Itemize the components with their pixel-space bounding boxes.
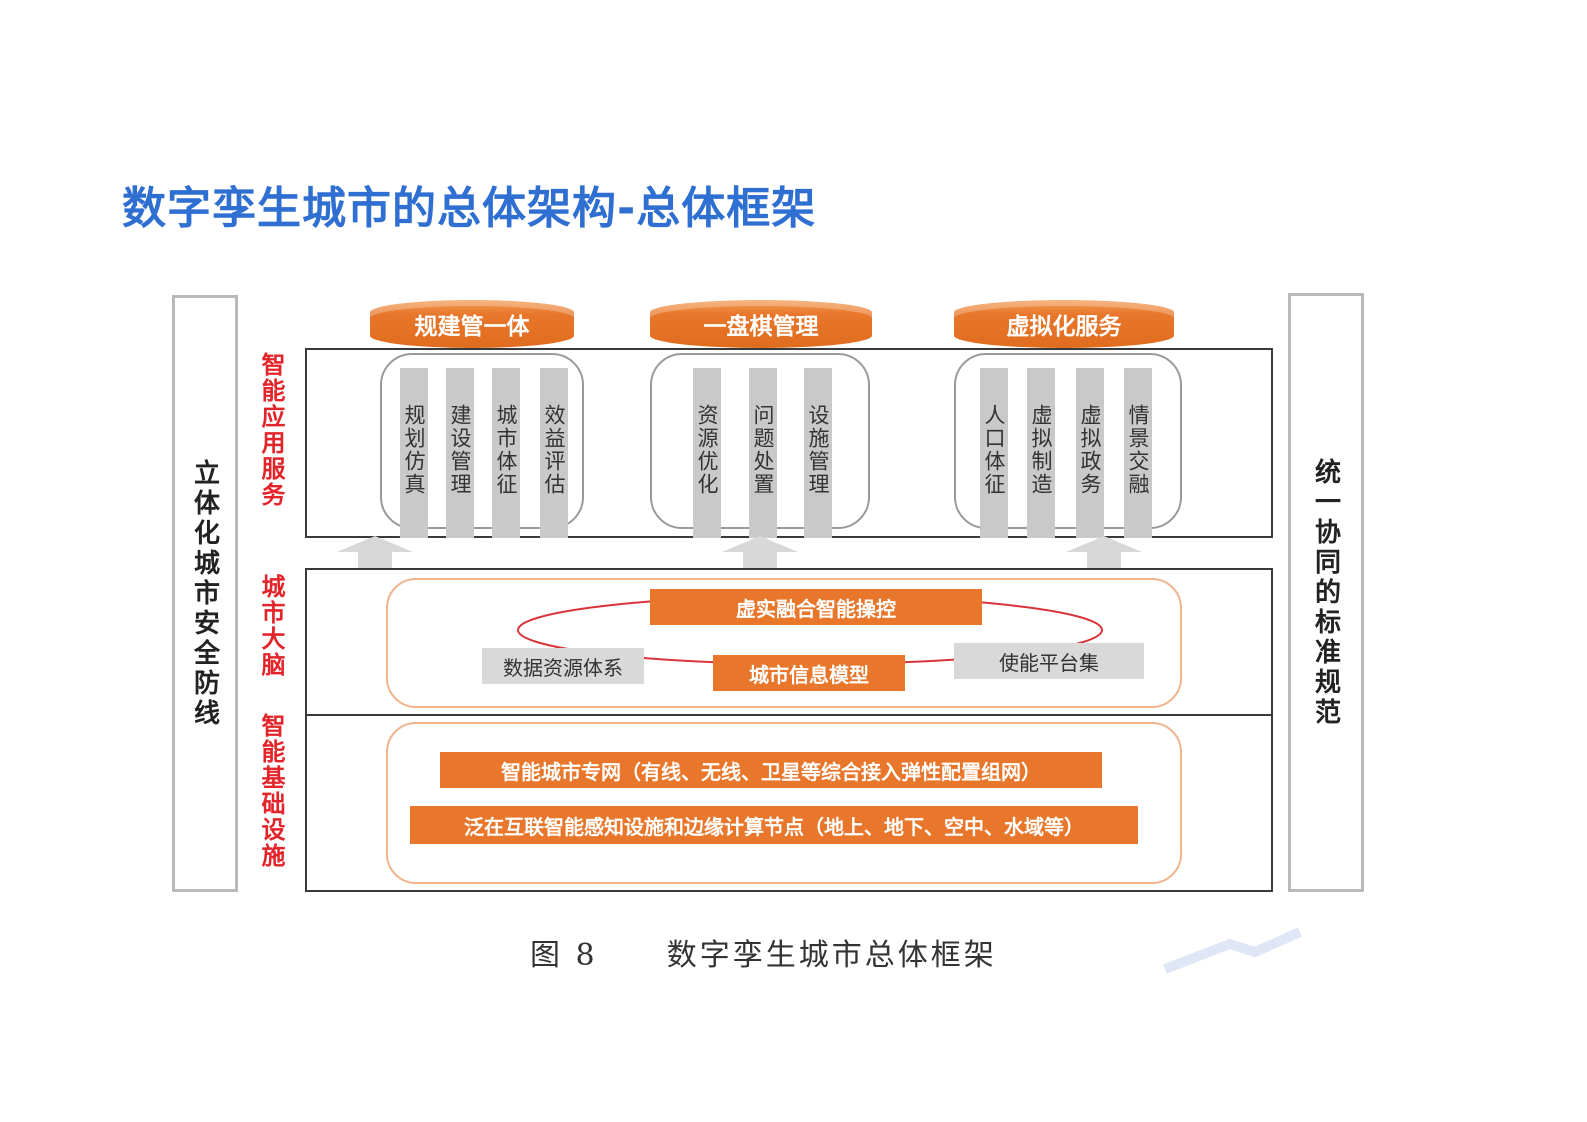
app-pillar: 效益评估 [540,368,568,538]
app-item-label: 虚拟政务 [1078,404,1102,496]
layer-label-infra: 智能基础设施 [257,713,285,869]
app-item-label: 设施管理 [806,404,830,496]
left-column-label: 立体化城市安全防线 [189,458,220,729]
app-pillar: 建设管理 [446,368,474,538]
brain-right-box: 使能平台集 [954,643,1144,679]
app-item-label: 建设管理 [448,404,472,496]
app-item-label: 人口体征 [982,404,1006,496]
app-pillar: 城市体征 [492,368,520,538]
infra-sensing-bar: 泛在互联智能感知设施和边缘计算节点（地上、地下、空中、水域等） [410,806,1138,844]
left-column-box: 立体化城市安全防线 [172,295,238,892]
app-pillar: 人口体征 [980,368,1008,538]
page-title: 数字孪生城市的总体架构-总体框架 [122,183,817,234]
layer-label-app: 智能应用服务 [257,352,285,508]
layer-label-brain: 城市大脑 [257,574,285,678]
watermark-graphic [1163,927,1303,974]
brain-top-box: 虚实融合智能操控 [650,589,982,625]
app-pillar: 情景交融 [1124,368,1152,538]
header-cylinder-3: 虚拟化服务 [954,300,1174,348]
app-item-label: 规划仿真 [402,404,426,496]
app-item-label: 效益评估 [542,404,566,496]
infrastructure-card [386,722,1182,884]
infrastructure-band [305,714,1273,892]
app-item-label: 虚拟制造 [1029,404,1053,496]
header-cylinder-2: 一盘棋管理 [650,300,872,348]
right-column-box: 统一协同的标准规范 [1288,293,1364,892]
app-item-label: 问题处置 [751,404,775,496]
brain-left-box: 数据资源体系 [482,648,644,684]
up-arrow-icon [722,536,798,568]
app-pillar: 设施管理 [804,368,832,538]
app-item-label: 城市体征 [494,404,518,496]
up-arrow-icon [1066,536,1142,568]
app-pillar: 问题处置 [749,368,777,538]
app-pillar: 资源优化 [693,368,721,538]
header-cylinder-1: 规建管一体 [370,300,574,348]
figure-caption: 图 8 数字孪生城市总体框架 [530,930,997,974]
figure-caption-label: 图 8 [530,938,598,973]
up-arrow-icon [337,536,413,568]
app-pillar: 虚拟政务 [1076,368,1104,538]
app-pillar: 虚拟制造 [1027,368,1055,538]
right-column-label: 统一协同的标准规范 [1310,457,1341,728]
app-pillar: 规划仿真 [400,368,428,538]
app-item-label: 资源优化 [695,404,719,496]
app-item-label: 情景交融 [1126,404,1150,496]
brain-center-box: 城市信息模型 [713,655,905,691]
figure-caption-text: 数字孪生城市总体框架 [666,938,997,973]
infra-network-bar: 智能城市专网（有线、无线、卫星等综合接入弹性配置组网） [440,752,1102,788]
